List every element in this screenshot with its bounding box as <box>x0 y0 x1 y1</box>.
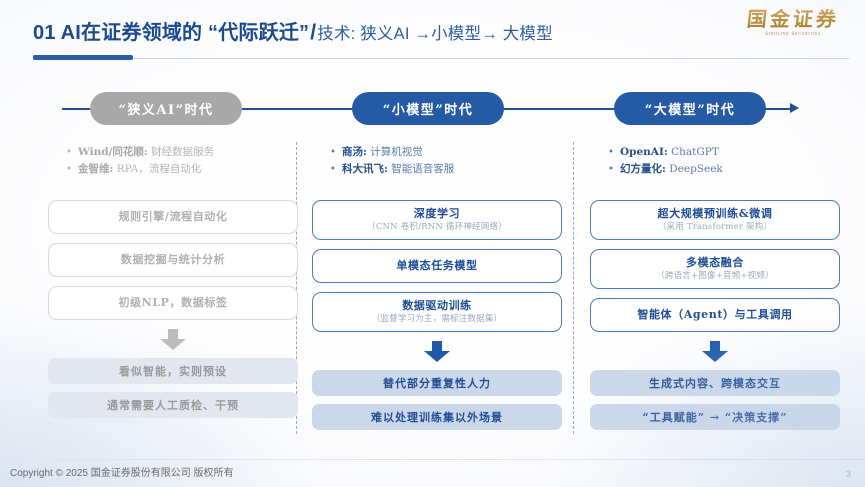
capability-box[interactable]: 规则引擎/流程自动化 <box>48 200 298 234</box>
list-item-rest: DeepSeek <box>669 163 723 175</box>
capability-box-subtitle: （监督学习为主，需标注数据集） <box>371 314 503 324</box>
arrow-down-icon <box>160 329 186 350</box>
company-logo-cn: 国金证券 <box>736 7 850 31</box>
capability-box-title: 数据驱动训练 <box>402 299 472 312</box>
list-item: • OpenAI: ChatGPT <box>608 144 840 161</box>
bullet-list: • OpenAI: ChatGPT • 幻方量化: DeepSeek <box>590 144 840 178</box>
column-narrow-ai: • Wind/同花顺: 财经数据服务 • 金智维: RPA，流程自动化 规则引擎/流… <box>48 140 298 440</box>
list-item-lead: 科大讯飞: <box>342 163 388 175</box>
list-item-rest: ChatGPT <box>671 146 719 158</box>
timeline-stage-narrow-ai[interactable]: “狭义AI”时代 <box>90 92 242 125</box>
header-rule <box>33 58 849 59</box>
capability-box-list: 深度学习 （CNN 卷积/RNN 循环神经网络） 单模态任务模型 数据驱动训练 … <box>312 200 562 438</box>
page-title-main: 01 AI在证券领域的 “代际跃迁” <box>33 22 310 44</box>
outcome-box-label: 看似智能，实则预设 <box>119 365 227 378</box>
arrow-down-icon <box>424 341 450 362</box>
list-item: • Wind/同花顺: 财经数据服务 <box>66 144 298 161</box>
timeline-stage-small-model[interactable]: “小模型”时代 <box>352 92 504 125</box>
company-logo: 国金证券 Sinolink Securities <box>736 7 850 53</box>
timeline: “狭义AI”时代 “小模型”时代 “大模型”时代 <box>0 92 865 126</box>
bullet-list: • 商汤: 计算机视觉 • 科大讯飞: 智能语音客服 <box>312 144 562 178</box>
list-item-rest: 智能语音客服 <box>391 163 455 175</box>
page-title-separator: / <box>310 21 317 44</box>
capability-box[interactable]: 数据挖掘与统计分析 <box>48 243 298 277</box>
outcome-box-label: 难以处理训练集以外场景 <box>371 411 503 424</box>
outcome-box[interactable]: “工具赋能” → “决策支撑” <box>590 404 840 430</box>
bullet-marker-icon: • <box>66 147 72 158</box>
page-number: 3 <box>845 469 851 479</box>
column-large-model: • OpenAI: ChatGPT • 幻方量化: DeepSeek 超大规模预训练… <box>590 140 840 440</box>
list-item-lead: 金智维: <box>78 163 114 175</box>
bullet-list: • Wind/同花顺: 财经数据服务 • 金智维: RPA，流程自动化 <box>48 144 298 178</box>
column-divider-1 <box>296 142 297 434</box>
capability-box[interactable]: 单模态任务模型 <box>312 249 562 283</box>
outcome-box[interactable]: 替代部分重复性人力 <box>312 370 562 396</box>
capability-box[interactable]: 数据驱动训练 （监督学习为主，需标注数据集） <box>312 292 562 332</box>
outcome-box[interactable]: 难以处理训练集以外场景 <box>312 404 562 430</box>
list-item: • 科大讯飞: 智能语音客服 <box>330 161 562 178</box>
capability-box[interactable]: 深度学习 （CNN 卷积/RNN 循环神经网络） <box>312 200 562 240</box>
outcome-box-label: 生成式内容、跨模态交互 <box>649 377 781 390</box>
list-item-lead: OpenAI: <box>620 146 668 158</box>
company-logo-en: Sinolink Securities <box>765 31 821 37</box>
timeline-stage-label: “小模型”时代 <box>382 103 474 118</box>
bullet-marker-icon: • <box>608 164 614 175</box>
list-item: • 金智维: RPA，流程自动化 <box>66 161 298 178</box>
list-item: • 商汤: 计算机视觉 <box>330 144 562 161</box>
outcome-box[interactable]: 生成式内容、跨模态交互 <box>590 370 840 396</box>
list-item-rest: 财经数据服务 <box>151 146 215 158</box>
outcome-box[interactable]: 通常需要人工质检、干预 <box>48 392 298 418</box>
capability-box-title: 数据挖掘与统计分析 <box>120 253 226 266</box>
capability-box-list: 超大规模预训练&微调 （采用 Transformer 架构） 多模态融合 （跨语… <box>590 200 840 438</box>
timeline-stage-label: “大模型”时代 <box>644 103 736 118</box>
capability-box-title: 规则引擎/流程自动化 <box>118 210 228 223</box>
capability-box-subtitle: （采用 Transformer 架构） <box>657 222 773 232</box>
copyright-text: Copyright © 2025 国金证券股份有限公司 版权所有 <box>10 468 234 479</box>
capability-box[interactable]: 智能体（Agent）与工具调用 <box>590 298 840 332</box>
capability-box-title: 智能体（Agent）与工具调用 <box>637 308 793 321</box>
page-title: 01 AI在证券领域的 “代际跃迁”/技术: 狭义AI →小模型→ 大模型 <box>33 16 553 45</box>
timeline-stage-label: “狭义AI”时代 <box>118 103 214 118</box>
capability-box[interactable]: 超大规模预训练&微调 （采用 Transformer 架构） <box>590 200 840 240</box>
capability-box-title: 单模态任务模型 <box>396 259 478 272</box>
outcome-box-label: “工具赋能” → “决策支撑” <box>642 411 788 424</box>
capability-box-subtitle: （CNN 卷积/RNN 循环神经网络） <box>367 222 507 232</box>
slide-header: 01 AI在证券领域的 “代际跃迁”/技术: 狭义AI →小模型→ 大模型 国金… <box>0 0 865 64</box>
timeline-stage-large-model[interactable]: “大模型”时代 <box>614 92 766 125</box>
outcome-box-label: 替代部分重复性人力 <box>383 377 491 390</box>
capability-box-title: 超大规模预训练&微调 <box>657 207 773 220</box>
timeline-arrow-icon <box>790 103 799 113</box>
bullet-marker-icon: • <box>330 147 336 158</box>
capability-box-title: 多模态融合 <box>686 256 744 269</box>
capability-box-list: 规则引擎/流程自动化 数据挖掘与统计分析 初级NLP，数据标签 看似智能，实则预… <box>48 200 298 426</box>
list-item-rest: RPA，流程自动化 <box>116 163 202 175</box>
list-item-lead: 幻方量化: <box>620 163 666 175</box>
capability-box-title: 初级NLP，数据标签 <box>118 296 228 309</box>
column-small-model: • 商汤: 计算机视觉 • 科大讯飞: 智能语音客服 深度学习 （CNN 卷积/RN… <box>312 140 562 440</box>
footer-divider <box>0 459 865 460</box>
header-rule-accent <box>33 55 133 60</box>
columns-area: • Wind/同花顺: 财经数据服务 • 金智维: RPA，流程自动化 规则引擎/流… <box>0 140 865 440</box>
outcome-box[interactable]: 看似智能，实则预设 <box>48 358 298 384</box>
bullet-marker-icon: • <box>608 147 614 158</box>
arrow-down-icon <box>702 341 728 362</box>
list-item-rest: 计算机视觉 <box>370 146 423 158</box>
bullet-marker-icon: • <box>66 164 72 175</box>
bullet-marker-icon: • <box>330 164 336 175</box>
capability-box-title: 深度学习 <box>413 207 461 220</box>
capability-box-subtitle: （跨语言+图像+音频+视频） <box>656 271 774 281</box>
capability-box[interactable]: 初级NLP，数据标签 <box>48 286 298 320</box>
list-item-lead: 商汤: <box>342 146 367 158</box>
outcome-box-label: 通常需要人工质检、干预 <box>107 399 239 412</box>
column-divider-2 <box>573 142 574 434</box>
page-title-sub: 技术: 狭义AI →小模型→ 大模型 <box>317 25 553 43</box>
capability-box[interactable]: 多模态融合 （跨语言+图像+音频+视频） <box>590 249 840 289</box>
list-item: • 幻方量化: DeepSeek <box>608 161 840 178</box>
list-item-lead: Wind/同花顺: <box>78 146 148 158</box>
